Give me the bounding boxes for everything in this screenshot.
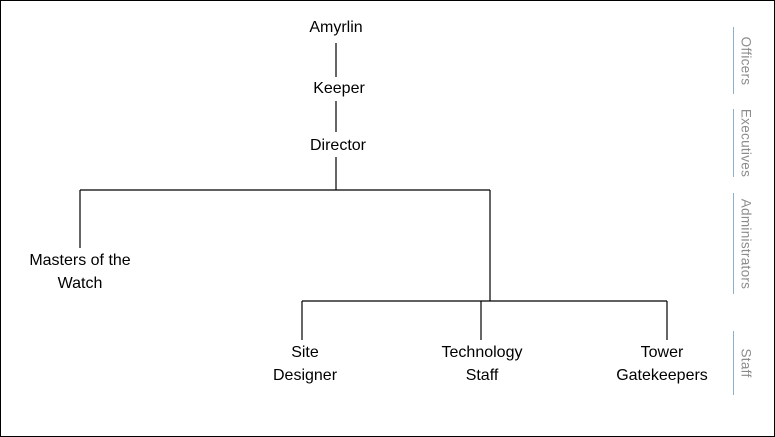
node-amyrlin-line-1: Amyrlin [309, 19, 363, 36]
node-amyrlin: Amyrlin [286, 16, 386, 39]
tier-staff-label: Staff [738, 348, 754, 378]
node-site-designer: Site Designer [255, 341, 355, 387]
node-tower-gatekeepers: Tower Gatekeepers [607, 341, 717, 387]
node-site-line-1: Site [291, 344, 319, 361]
tier-administrators: Administrators [733, 193, 758, 294]
node-technology-staff: Technology Staff [427, 341, 537, 387]
tier-administrators-label: Administrators [738, 198, 754, 289]
node-masters-line-2: Watch [57, 275, 103, 292]
node-tower-line-2: Gatekeepers [616, 367, 708, 384]
node-tower-line-1: Tower [640, 344, 684, 361]
tier-staff: Staff [733, 331, 758, 395]
node-masters-of-the-watch: Masters of the Watch [15, 249, 145, 295]
node-director: Director [288, 134, 388, 157]
node-technology-line-2: Staff [465, 367, 499, 384]
node-director-line-1: Director [309, 137, 366, 154]
node-site-line-2: Designer [272, 367, 338, 384]
node-keeper: Keeper [289, 77, 389, 100]
node-technology-line-1: Technology [441, 344, 523, 361]
tier-executives: Executives [733, 109, 758, 177]
node-keeper-line-1: Keeper [313, 80, 365, 97]
tier-officers: Officers [733, 27, 758, 94]
node-masters-line-1: Masters of the [29, 252, 131, 269]
